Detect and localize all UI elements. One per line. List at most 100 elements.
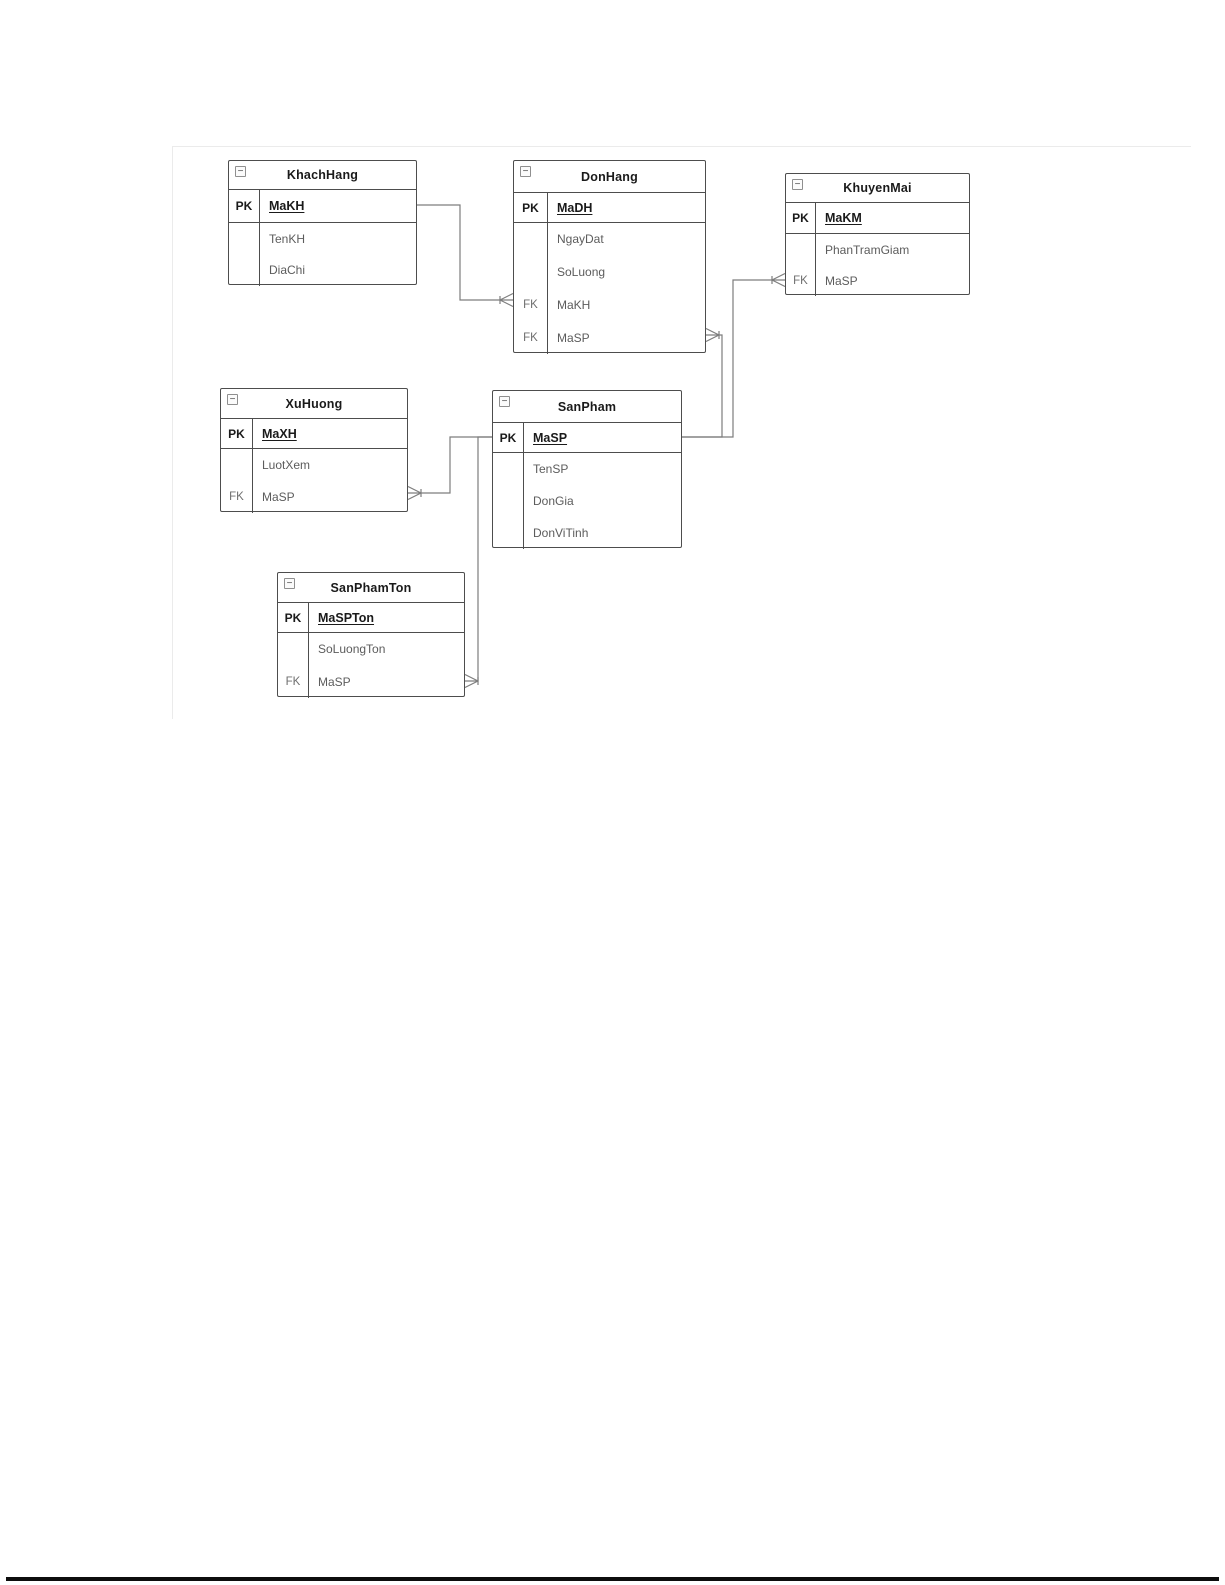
crow-foot-prong bbox=[464, 680, 479, 689]
key-label: FK bbox=[514, 321, 548, 354]
field-row[interactable]: DonViTinh bbox=[493, 517, 681, 549]
key-label: FK bbox=[221, 481, 253, 513]
table-header: − KhachHang bbox=[229, 161, 416, 190]
key-label bbox=[493, 453, 524, 485]
key-label bbox=[221, 449, 253, 481]
key-label: PK bbox=[514, 193, 548, 222]
crow-foot-prong bbox=[407, 492, 422, 501]
field-row[interactable]: FK MaSP bbox=[221, 481, 407, 513]
crow-foot-prong bbox=[705, 327, 720, 336]
field-row[interactable]: LuotXem bbox=[221, 449, 407, 481]
field-name: MaSP bbox=[318, 674, 351, 689]
pk-field-name: MaXH bbox=[262, 426, 297, 441]
crow-foot-prong bbox=[499, 299, 514, 308]
field-row[interactable]: PhanTramGiam bbox=[786, 234, 969, 265]
key-label: FK bbox=[514, 288, 548, 322]
field-name: MaSP bbox=[825, 273, 858, 288]
table-header: − KhuyenMai bbox=[786, 174, 969, 203]
crow-foot-prong bbox=[464, 673, 479, 682]
crow-foot-prong bbox=[771, 279, 786, 288]
key-label: PK bbox=[229, 190, 260, 222]
pk-field-row[interactable]: PK MaKH bbox=[229, 190, 416, 223]
field-name: PhanTramGiam bbox=[825, 242, 910, 257]
key-label bbox=[514, 255, 548, 289]
connector-sanpham-to-xuhuong[interactable] bbox=[407, 436, 492, 501]
key-label: PK bbox=[221, 419, 253, 448]
field-row[interactable]: DiaChi bbox=[229, 254, 416, 286]
table-header: − SanPham bbox=[493, 391, 681, 423]
field-row[interactable]: SoLuong bbox=[514, 255, 705, 289]
key-label: PK bbox=[493, 423, 524, 452]
crow-foot-prong bbox=[705, 334, 720, 343]
field-row[interactable]: FK MaSP bbox=[514, 321, 705, 354]
connector-sanpham-to-khuyenmai[interactable] bbox=[682, 272, 786, 438]
table-title: SanPham bbox=[557, 399, 617, 414]
collapse-icon[interactable]: − bbox=[227, 394, 238, 405]
connector-sanpham-to-sanphamton[interactable] bbox=[464, 436, 492, 689]
field-row[interactable]: TenKH bbox=[229, 223, 416, 255]
pk-field-row[interactable]: PK MaXH bbox=[221, 419, 407, 449]
collapse-icon[interactable]: − bbox=[235, 166, 246, 177]
field-name: MaSP bbox=[557, 330, 590, 345]
key-label bbox=[229, 254, 260, 286]
field-row[interactable]: FK MaKH bbox=[514, 288, 705, 322]
table-title: KhuyenMai bbox=[843, 181, 912, 195]
field-name: DonGia bbox=[533, 494, 574, 508]
pk-field-row[interactable]: PK MaSPTon bbox=[278, 603, 464, 633]
connector-khachhang-to-donhang[interactable] bbox=[417, 204, 514, 308]
field-name: LuotXem bbox=[262, 458, 311, 472]
key-label bbox=[786, 234, 816, 265]
table-header: − XuHuong bbox=[221, 389, 407, 419]
field-row[interactable]: FK MaSP bbox=[278, 665, 464, 698]
field-name: TenSP bbox=[533, 462, 569, 476]
key-label bbox=[229, 223, 260, 255]
table-title: DonHang bbox=[581, 169, 638, 184]
pk-field-row[interactable]: PK MaDH bbox=[514, 193, 705, 223]
page-bottom-rule bbox=[6, 1577, 1219, 1581]
crow-foot-prong bbox=[771, 272, 786, 281]
field-row[interactable]: DonGia bbox=[493, 485, 681, 517]
pk-field-row[interactable]: PK MaSP bbox=[493, 423, 681, 453]
pk-field-name: MaDH bbox=[557, 200, 593, 215]
field-row[interactable]: TenSP bbox=[493, 453, 681, 485]
key-label: PK bbox=[786, 203, 816, 233]
crow-foot-prong bbox=[499, 292, 514, 301]
pk-field-row[interactable]: PK MaKM bbox=[786, 203, 969, 234]
table-title: SanPhamTon bbox=[330, 580, 412, 595]
field-name: SoLuongTon bbox=[318, 642, 386, 657]
collapse-icon[interactable]: − bbox=[792, 179, 803, 190]
key-label: FK bbox=[278, 665, 309, 698]
collapse-icon[interactable]: − bbox=[284, 578, 295, 589]
field-row[interactable]: SoLuongTon bbox=[278, 633, 464, 666]
pk-field-name: MaSPTon bbox=[318, 610, 375, 625]
pk-field-name: MaKH bbox=[269, 199, 305, 213]
key-label bbox=[493, 517, 524, 549]
collapse-icon[interactable]: − bbox=[520, 166, 531, 177]
key-label bbox=[493, 485, 524, 517]
table-title: XuHuong bbox=[285, 396, 343, 411]
pk-field-name: MaKM bbox=[825, 211, 862, 225]
field-name: DonViTinh bbox=[533, 526, 589, 540]
field-name: SoLuong bbox=[557, 265, 606, 280]
field-name: MaSP bbox=[262, 490, 295, 504]
field-name: NgayDat bbox=[557, 232, 604, 247]
key-label: PK bbox=[278, 603, 309, 632]
table-header: − DonHang bbox=[514, 161, 705, 193]
field-row[interactable]: NgayDat bbox=[514, 223, 705, 256]
table-title: KhachHang bbox=[286, 168, 359, 182]
field-name: MaKH bbox=[557, 297, 591, 312]
collapse-icon[interactable]: − bbox=[499, 396, 510, 407]
table-header: − SanPhamTon bbox=[278, 573, 464, 603]
key-label bbox=[278, 633, 309, 666]
field-name: DiaChi bbox=[269, 263, 306, 278]
pk-field-name: MaSP bbox=[533, 430, 568, 445]
